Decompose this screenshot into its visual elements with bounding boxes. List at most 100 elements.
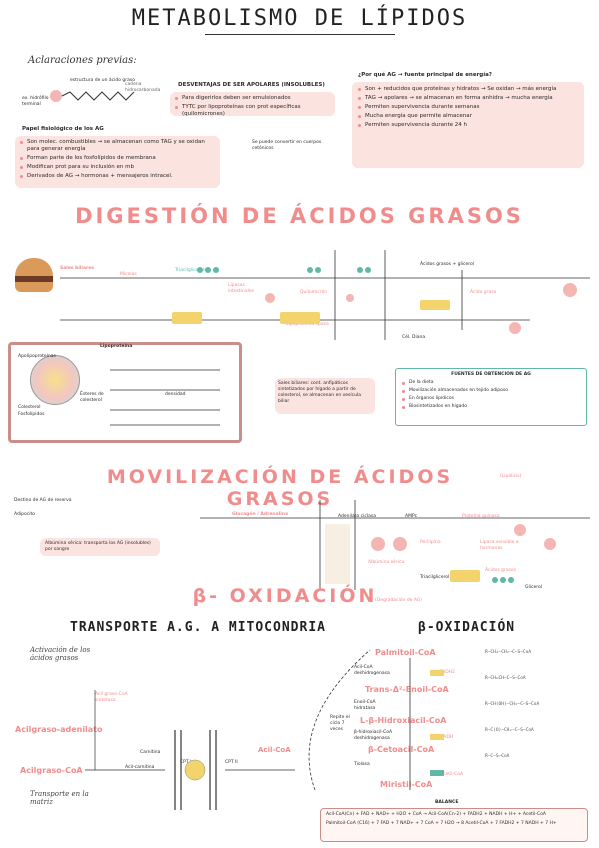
balance-box: Acil-CoA(Cn) + FAD + NAD+ + H2O + CoA → … xyxy=(320,808,588,842)
disadvantages-box: Para digerirlos deben ser emulsionados T… xyxy=(170,92,335,118)
transport-diagram-svg xyxy=(85,690,295,810)
roles-box: Son molec. combustibles → se almacenan c… xyxy=(15,136,220,188)
acyl-coa-matrix-label: Acil-CoA xyxy=(258,746,291,754)
pka-label: Proteína quinasa xyxy=(462,514,500,519)
beta-cycle-svg xyxy=(308,649,444,791)
source-item: Biosintetizados en hígado xyxy=(402,404,580,410)
ketoacyl-coa-label: β-Cetoacil-CoA xyxy=(368,745,435,754)
formula-line: R–CH(OH)–CH₂–C–S–CoA xyxy=(485,702,540,707)
enzyme-thiolase: Tiolasa xyxy=(354,762,370,767)
energy-box: Son + reducidos que proteínas y hidratos… xyxy=(352,82,584,168)
enoyl-coa-label: Trans-Δ²-Enoil-CoA xyxy=(365,685,449,694)
energy-item: Permiten supervivencia durante semanas xyxy=(358,104,578,111)
bile-salts-note: Sales biliares: cont. anfipáticos sintet… xyxy=(275,378,375,414)
perilipin-label: Perilipina xyxy=(420,540,441,545)
intro-heading: Aclaraciones previas: xyxy=(28,55,137,66)
micelles-label: Micelas xyxy=(120,272,137,277)
beta-ox-title: β-OXIDACIÓN xyxy=(418,620,516,635)
acyl-coa-label: Acilgraso-CoA xyxy=(20,766,83,775)
fatty-acid-structure-svg xyxy=(50,90,135,102)
cpt1-label: CPT I xyxy=(180,760,192,765)
balance-line: Palmitoil-CoA (C16) + 7 FAD + 7 NAD+ + 7… xyxy=(326,821,557,826)
myristoyl-coa-label: Miristil-CoA xyxy=(380,780,433,789)
hydroxyacyl-coa-label: L-β-Hidroxiacil-CoA xyxy=(360,716,447,725)
title-underline xyxy=(205,34,395,35)
energy-heading: ¿Por qué AG → fuente principal de energí… xyxy=(358,72,493,78)
acyl-carnitine-label: Acil-carnitina xyxy=(125,765,155,770)
carnitine-label: Carnitina xyxy=(140,750,161,755)
adipocyte-label: Adipocito xyxy=(14,512,35,517)
disadvantage-item: Para digerirlos deben ser emulsionados xyxy=(175,95,330,102)
nadh-product: NADH xyxy=(440,735,454,740)
disadvantages-heading: DESVENTAJAS DE SER APOLARES (INSOLUBLES) xyxy=(178,82,325,88)
hsl-label: Lipasa sensible a hormonas xyxy=(480,540,519,551)
formula-line: R–CH₂–CH₂–C–S–CoA xyxy=(485,650,532,655)
target-cell-label: Cél. Diana xyxy=(402,335,426,340)
lipoprotein-sphere-icon xyxy=(30,355,80,405)
role-item: Derivados de AG → hormonas + mensajeros … xyxy=(20,173,215,180)
sources-title: FUENTES DE OBTENCIÓN DE AG xyxy=(451,372,531,377)
palmitoyl-coa-label: Palmitoil-CoA xyxy=(375,648,436,657)
source-item: Movilización almacenados en tejido adipo… xyxy=(402,388,580,394)
digestion-title: DIGESTIÓN DE ÁCIDOS GRASOS xyxy=(75,204,524,228)
page-title: METABOLISMO DE LÍPIDOS xyxy=(131,6,468,31)
mobilization-title: MOVILIZACIÓN DE ÁCIDOS GRASOS xyxy=(106,466,454,510)
triacylglycerols-label: Triacilgliceroles xyxy=(175,268,210,273)
acetyl-coa-product: Acetil-CoA xyxy=(440,772,464,777)
chylomicron-label: Quilomicrón xyxy=(300,290,328,295)
burger-patty-icon xyxy=(15,276,53,282)
hydrophilic-label: ex. hidrófilo terminal xyxy=(22,96,49,107)
mobilization-subtitle: (Lipólisis) xyxy=(500,474,522,479)
lipoprotein-box-title: Lipoproteína xyxy=(100,344,133,349)
formula-line: R–C(O)–CH₂–C–S–CoA xyxy=(485,728,534,733)
adenylate-cyclase-label: Adenilato ciclasa xyxy=(338,514,376,519)
intestinal-lipase-label: Lipasas intestinales xyxy=(228,283,254,294)
structure-label: estructura de un ácido graso xyxy=(70,78,135,83)
acetyl-note: Se puede convertir en cuerpos cetónicos xyxy=(252,140,322,151)
source-item: De la dieta xyxy=(402,380,580,386)
phospholipids-label: Fosfolípidos xyxy=(18,412,45,417)
cpt2-label: CPT II xyxy=(225,760,238,765)
chain-label: cadena hidrocarbonada xyxy=(125,82,161,93)
hormone-label: Glucagón / Adrenalina xyxy=(232,512,288,517)
energy-item: Mucha energía que permite almacenar xyxy=(358,113,578,120)
enzyme-hydratase: Enoil-CoA hidratasa xyxy=(354,700,376,711)
transport-title: TRANSPORTE A.G. A MITOCONDRIA xyxy=(70,620,326,635)
lipoprotein-lipase-label: Lipoproteína lipasa xyxy=(286,322,329,327)
reserve-fa-label: Destino de AG de reserva xyxy=(14,498,72,503)
apolipoprotein-label: Apolipoproteínas xyxy=(18,354,56,359)
energy-item: TAG → apolares → se almacenan en forma a… xyxy=(358,95,578,102)
fatty-acid-label: Ácido graso xyxy=(470,290,497,295)
fadh2-product: FADH2 xyxy=(440,670,455,675)
role-item: Son molec. combustibles → se almacenan c… xyxy=(20,139,215,153)
role-item: Modifican prot para su inclusión en mb xyxy=(20,164,215,171)
energy-item: Son + reducidos que proteínas y hidratos… xyxy=(358,86,578,93)
mob-fa-label: Ácidos grasos xyxy=(485,568,517,573)
cholesterol-esters-label: Ésteres de colesterol xyxy=(80,392,104,403)
mobilization-flow-svg xyxy=(200,500,590,590)
glycerol-label: Glicerol xyxy=(525,585,542,590)
transport-note: Activación de los ácidos grasos xyxy=(30,646,91,662)
albumin-note: Albúmina sérica: transporta los AG (inso… xyxy=(40,538,160,556)
bile-salts-label: Sales biliares xyxy=(60,266,94,271)
formula-column: R–CH₂–CH₂–C–S–CoA R–CH=CH–C–S–CoA R–CH(O… xyxy=(485,650,590,760)
fa-glycerol-label: Ácidos grasos + glicerol xyxy=(420,262,474,267)
sources-box: FUENTES DE OBTENCIÓN DE AG De la dieta M… xyxy=(395,368,587,426)
burger-icon xyxy=(15,258,53,292)
acyl-coa-synthetase-label: Acil graso-CoA sintetasa xyxy=(95,692,128,703)
camp-label: AMPc xyxy=(405,514,418,519)
balance-line: Acil-CoA(Cn) + FAD + NAD+ + H2O + CoA → … xyxy=(326,812,547,817)
energy-item: Permiten supervivencia durante 24 h xyxy=(358,122,578,129)
formula-line: R–CH=CH–C–S–CoA xyxy=(485,676,526,681)
lipoprotein-arrows-svg xyxy=(110,369,220,426)
roles-heading: Papel fisiológico de los AG xyxy=(22,126,104,132)
cycle-label: Repite el ciclo 7 veces xyxy=(330,715,350,732)
formula-line: R–C–S–CoA xyxy=(485,754,510,759)
enzyme-dehydrogenase: Acil-CoA deshidrogenasa xyxy=(354,665,390,676)
source-item: En órganos lipídicos xyxy=(402,396,580,402)
balance-title: BALANCE xyxy=(435,800,459,805)
disadvantage-item: TYTC por lipoproteínas con prot específi… xyxy=(175,104,330,118)
albumin-label: Albúmina sérica xyxy=(368,560,405,565)
acyl-adenylate-label: Acilgraso-adenilato xyxy=(15,725,103,734)
cholesterol-label: Colesterol xyxy=(18,405,41,410)
